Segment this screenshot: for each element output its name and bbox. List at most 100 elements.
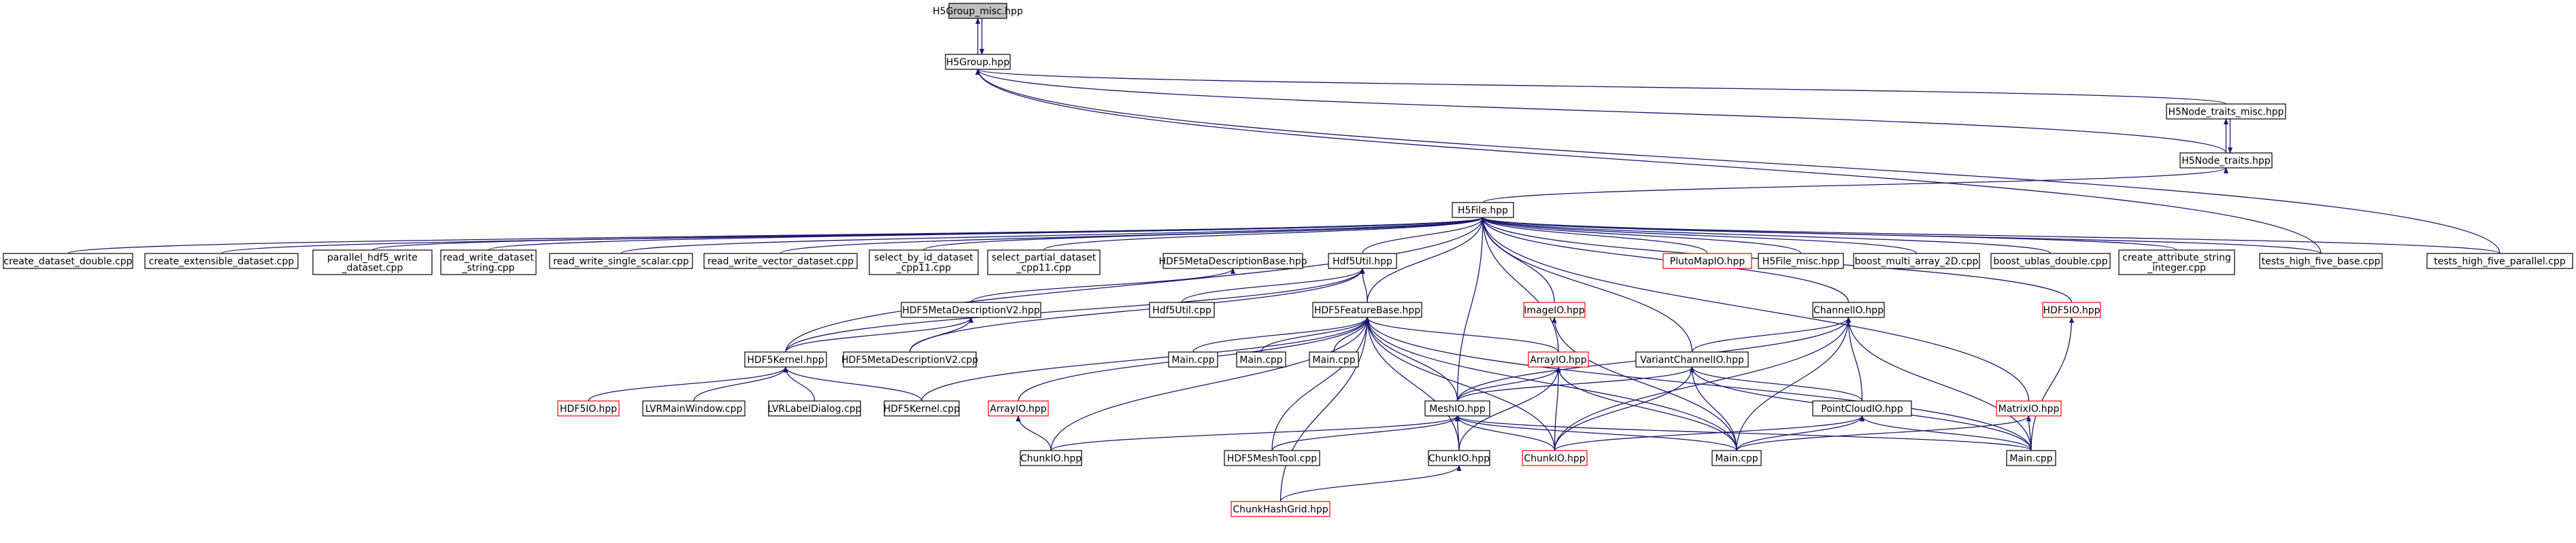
graph-node-main-cpp-d[interactable]: Main.cpp (1711, 450, 1762, 466)
node-box (1523, 302, 1586, 318)
graph-node-hdf5io-left[interactable]: HDF5IO.hpp (557, 400, 620, 417)
graph-node-chunkio-left[interactable]: ChunkIO.hpp (1020, 450, 1082, 466)
node-box (1168, 351, 1218, 368)
graph-node-create-extensible-dataset[interactable]: create_extensible_dataset.cpp (144, 253, 299, 269)
dependency-edge (1480, 217, 2322, 254)
graph-node-lvrlabeldialog[interactable]: LVRLabelDialog.cpp (768, 400, 862, 417)
graph-node-h5group[interactable]: H5Group.hpp (945, 54, 1011, 70)
node-label: _cpp11.cpp (896, 263, 951, 274)
graph-node-boost-ublas-double[interactable]: boost_ublas_double.cpp (1990, 253, 2111, 269)
node-label: HDF5FeatureBase.hpp (1314, 305, 1420, 316)
dependency-edge (1050, 415, 1460, 451)
node-box (1990, 253, 2111, 269)
dependency-edge (975, 69, 2227, 105)
graph-node-main-cpp-c[interactable]: Main.cpp (1309, 351, 1359, 368)
graph-node-chunkio-mid[interactable]: ChunkIO.hpp (1428, 450, 1490, 466)
graph-node-main-cpp-a[interactable]: Main.cpp (1168, 351, 1218, 368)
node-box (1162, 253, 1303, 269)
dependency-edge (1736, 415, 2031, 451)
node-box (1231, 501, 1331, 517)
dependency-edge (1556, 366, 1737, 451)
graph-node-tests-high-five-base[interactable]: tests_high_five_base.cpp (2259, 253, 2383, 269)
node-box (1452, 202, 1514, 218)
graph-node-read-write-vector-dataset[interactable]: read_write_vector_dataset.cpp (703, 253, 858, 269)
node-box (2179, 152, 2273, 169)
node-label: HDF5IO.hpp (2043, 305, 2101, 316)
node-box (884, 400, 960, 417)
node-box (1428, 450, 1490, 466)
graph-node-parallel-hdf5-write[interactable]: parallel_hdf5_write_dataset.cpp (312, 249, 433, 275)
graph-node-create-dataset-double[interactable]: create_dataset_double.cpp (3, 253, 133, 269)
graph-node-hdf5kernel-cpp[interactable]: HDF5Kernel.cpp (884, 400, 960, 417)
graph-node-variantchannelio[interactable]: VariantChannelIO.hpp (1635, 351, 1749, 368)
graph-node-h5file-misc[interactable]: H5File_misc.hpp (1758, 253, 1844, 269)
graph-node-chunkio-red[interactable]: ChunkIO.hpp (1522, 450, 1588, 466)
dependency-edge (1480, 217, 2500, 254)
graph-node-hdf5metadescriptionbase[interactable]: HDF5MetaDescriptionBase.hpp (1159, 253, 1307, 269)
graph-node-select-by-id-dataset[interactable]: select_by_id_dataset_cpp11.cpp (869, 249, 979, 275)
node-label: _integer.cpp (2147, 263, 2206, 274)
node-label: boost_multi_array_2D.cpp (1855, 256, 1979, 267)
graph-node-h5node-traits[interactable]: H5Node_traits.hpp (2179, 152, 2273, 169)
dependency-edge (1271, 317, 1370, 451)
dependency-edge (1043, 217, 1486, 251)
node-box (1853, 253, 1980, 269)
graph-node-read-write-dataset-string[interactable]: read_write_dataset_string.cpp (440, 249, 537, 275)
dependency-edge (1480, 217, 1918, 254)
dependency-edge (1554, 317, 1852, 451)
graph-node-select-partial-dataset[interactable]: select_partial_dataset_cpp11.cpp (987, 249, 1101, 275)
graph-node-h5group-misc[interactable]: H5Group_misc.hpp (933, 3, 1023, 19)
graph-node-hdf5util-cpp[interactable]: Hdf5Util.cpp (1149, 302, 1215, 318)
graph-node-hdf5featurebase[interactable]: HDF5FeatureBase.hpp (1312, 302, 1422, 318)
dependency-edge (1454, 415, 1460, 451)
node-label: _dataset.cpp (341, 263, 403, 274)
graph-node-imageio[interactable]: ImageIO.hpp (1523, 302, 1586, 318)
dependency-edge (923, 217, 1486, 251)
graph-node-hdf5util-hpp[interactable]: Hdf5Util.hpp (1328, 253, 1397, 269)
dependency-edge (921, 317, 1370, 402)
graph-node-channelio[interactable]: ChannelIO.hpp (1812, 302, 1885, 318)
graph-node-boost-multi-array-2d[interactable]: boost_multi_array_2D.cpp (1853, 253, 1980, 269)
graph-node-main-cpp-e[interactable]: Main.cpp (2006, 450, 2056, 466)
node-layer: H5Group_misc.hppH5Group.hppH5Node_traits… (3, 3, 2573, 517)
node-label: read_write_single_scalar.cpp (553, 256, 689, 267)
graph-node-arrayio-left[interactable]: ArrayIO.hpp (988, 400, 1049, 417)
graph-node-hdf5io-right[interactable]: HDF5IO.hpp (2042, 302, 2101, 318)
graph-node-chunkhashgrid[interactable]: ChunkHashGrid.hpp (1231, 501, 1331, 517)
node-label: PointCloudIO.hpp (1821, 404, 1903, 415)
dependency-edge (1689, 366, 1863, 402)
node-label: _string.cpp (461, 263, 514, 274)
node-label: tests_high_five_parallel.cpp (2434, 256, 2566, 267)
graph-node-h5file[interactable]: H5File.hpp (1452, 202, 1514, 218)
node-label: PlutoMapIO.hpp (1670, 256, 1745, 267)
graph-node-read-write-single-scalar[interactable]: read_write_single_scalar.cpp (549, 253, 693, 269)
dependency-edge (220, 217, 1486, 254)
graph-node-hdf5metadescriptionv2-hpp[interactable]: HDF5MetaDescriptionV2.hpp (901, 302, 1041, 318)
graph-node-lvrmainwindow[interactable]: LVRMainWindow.cpp (642, 400, 746, 417)
graph-node-arrayio-top[interactable]: ArrayIO.hpp (1528, 351, 1589, 368)
node-label: ArrayIO.hpp (1530, 355, 1586, 366)
dependency-edge (1454, 415, 1556, 451)
node-box (945, 54, 1011, 70)
graph-node-main-cpp-b[interactable]: Main.cpp (1236, 351, 1286, 368)
node-label: Main.cpp (1171, 355, 1214, 366)
graph-node-create-attribute-string-integer[interactable]: create_attribute_string_integer.cpp (2118, 249, 2235, 275)
graph-node-hdf5kernel-hpp[interactable]: HDF5Kernel.hpp (744, 351, 827, 368)
graph-node-meshio[interactable]: MeshIO.hpp (1424, 400, 1490, 417)
node-box (1224, 450, 1320, 466)
dependency-edge (1691, 317, 1852, 353)
dependency-edge (783, 366, 922, 402)
graph-node-matrixio[interactable]: MatrixIO.hpp (1996, 400, 2062, 417)
dependency-edge (1365, 317, 1458, 402)
node-label: H5File_misc.hpp (1762, 256, 1840, 267)
node-label: LVRLabelDialog.cpp (768, 404, 862, 415)
graph-node-pointcloudio[interactable]: PointCloudIO.hpp (1812, 400, 1912, 417)
graph-node-tests-high-five-parallel[interactable]: tests_high_five_parallel.cpp (2426, 253, 2573, 269)
graph-node-hdf5metadescriptionv2-cpp[interactable]: HDF5MetaDescriptionV2.cpp (841, 351, 978, 368)
graph-node-hdf5meshtool[interactable]: HDF5MeshTool.cpp (1224, 450, 1320, 466)
node-label: parallel_hdf5_write (327, 253, 418, 264)
node-box (2166, 103, 2286, 120)
graph-node-h5node-traits-misc[interactable]: H5Node_traits_misc.hpp (2166, 103, 2286, 120)
graph-node-plutomapio[interactable]: PlutoMapIO.hpp (1662, 253, 1752, 269)
